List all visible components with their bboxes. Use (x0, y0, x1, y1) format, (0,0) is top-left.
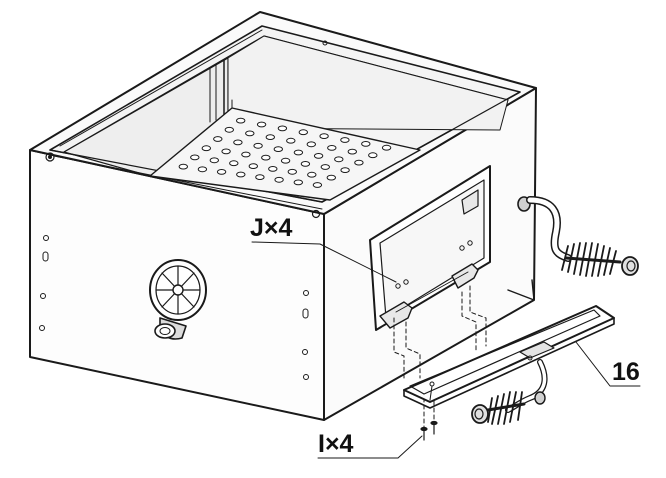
floor-hole (340, 167, 350, 174)
floor-hole (313, 153, 324, 159)
floor-hole (307, 171, 317, 178)
gas-hose-lower (471, 359, 548, 425)
front-panel-details (39, 152, 321, 380)
floor-hole (277, 125, 288, 132)
floor-hole (241, 151, 251, 158)
hose-coil-icon (561, 242, 622, 277)
floor-hole (236, 117, 246, 124)
floor-hole (197, 166, 208, 173)
perforated-floor (149, 99, 421, 201)
floor-hole (273, 146, 283, 153)
floor-hole (256, 121, 267, 128)
side-window (369, 165, 491, 331)
floor-hole (286, 137, 296, 144)
drip-tray-part-16 (403, 305, 615, 409)
floor-hole (368, 152, 378, 159)
floor-hole (320, 164, 330, 170)
screw-head-icon (45, 152, 55, 162)
floor-hole (327, 145, 337, 151)
control-knob-icon (149, 259, 207, 340)
floor-holes (178, 117, 392, 188)
floor-hole (361, 141, 371, 147)
floor-hole (319, 133, 329, 140)
floor-hole (178, 163, 189, 170)
floor-hole (213, 136, 223, 142)
callout-i-label: I×4 (318, 430, 354, 458)
floor-hole (190, 154, 200, 161)
floor-hole (354, 159, 364, 166)
floor-hole (236, 171, 246, 178)
floor-hole (274, 176, 284, 183)
floor-hole (347, 148, 357, 155)
part-number-16-label: 16 (612, 358, 640, 386)
floor-hole (261, 154, 271, 161)
floor-hole (340, 137, 350, 143)
floor-hole (245, 130, 255, 137)
gas-hose-upper (517, 196, 639, 277)
leader-lines (251, 241, 641, 459)
floor-hole (381, 144, 392, 151)
floor-hole (229, 160, 239, 167)
hose-coil-icon (486, 391, 526, 425)
floor-hole (306, 141, 316, 148)
floor-hole (287, 168, 297, 175)
floor-hole (293, 149, 304, 156)
floor-hole (233, 139, 243, 146)
floor-hole (293, 179, 303, 186)
alignment-guides (393, 285, 487, 431)
leader-16 (575, 341, 641, 387)
floor-hole (248, 163, 259, 170)
floor-hole (280, 157, 291, 164)
leader-j (251, 241, 397, 283)
floor-hole (300, 161, 311, 167)
floor-hole (209, 157, 220, 164)
callout-j-label: J×4 (250, 214, 293, 242)
floor-hole (216, 169, 227, 175)
floor-hole (268, 166, 278, 172)
floor-hole (201, 145, 212, 152)
screw-head-icon (311, 209, 321, 219)
floor-hole (253, 142, 263, 149)
floor-hole (255, 174, 265, 181)
screw-i-icon (420, 420, 438, 441)
floor-hole (224, 126, 235, 133)
leader-i (317, 435, 423, 459)
floor-hole (298, 129, 308, 136)
floor-hole (265, 134, 275, 141)
floor-hole (326, 174, 336, 181)
floor-hole (221, 148, 231, 155)
floor-hole (312, 182, 323, 188)
floor-hole (334, 156, 344, 163)
